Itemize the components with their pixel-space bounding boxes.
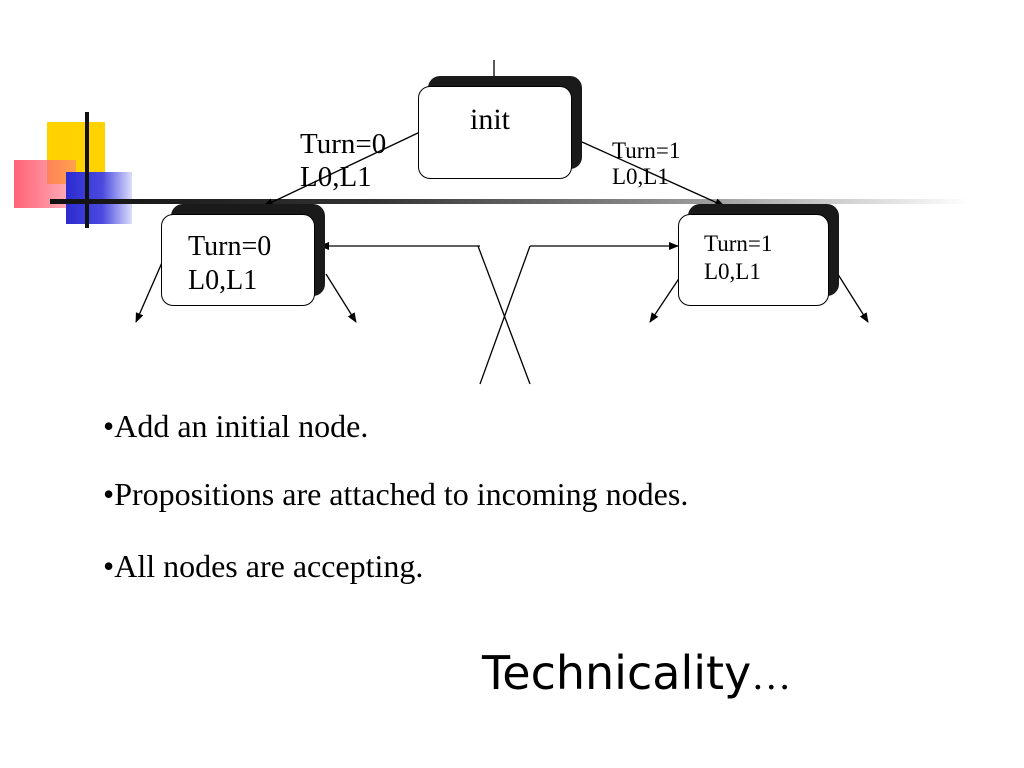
slide-title-text: Technicality [482,646,752,700]
bullet-item: •Propositions are attached to incoming n… [103,476,689,512]
edge-init-to-left [263,131,421,207]
title-horizontal-rule [50,199,970,204]
right-out-arrow-2 [833,267,869,323]
edge-label-init-to-right: Turn=1 L0,L1 [612,138,681,190]
node-init-label: init [470,103,511,136]
left-out-arrow-2 [325,273,357,323]
edge-init-to-right [581,141,725,207]
bullet-item: •All nodes are accepting. [103,548,424,584]
logo-blue-square [66,172,132,224]
node-box [678,214,829,306]
node-turn1: Turn=1 L0,L1 [678,204,839,306]
node-turn1-label: Turn=1 L0,L1 [704,231,773,284]
bullet-item: •Add an initial node. [103,408,369,444]
cross-line-1 [477,245,531,385]
edge-label-init-to-left: Turn=0 L0,L1 [300,128,387,194]
node-init: init [418,76,582,179]
cross-line-2 [479,245,531,385]
slide-title: Technicality… [482,646,791,700]
node-box [161,214,315,306]
slide-title-ellipsis: … [751,653,792,698]
logo-vertical-rule [85,112,89,228]
node-box [418,86,572,179]
node-turn0: Turn=0 L0,L1 [161,204,325,306]
left-out-arrow-1 [135,257,165,323]
node-turn0-label: Turn=0 L0,L1 [188,231,272,296]
